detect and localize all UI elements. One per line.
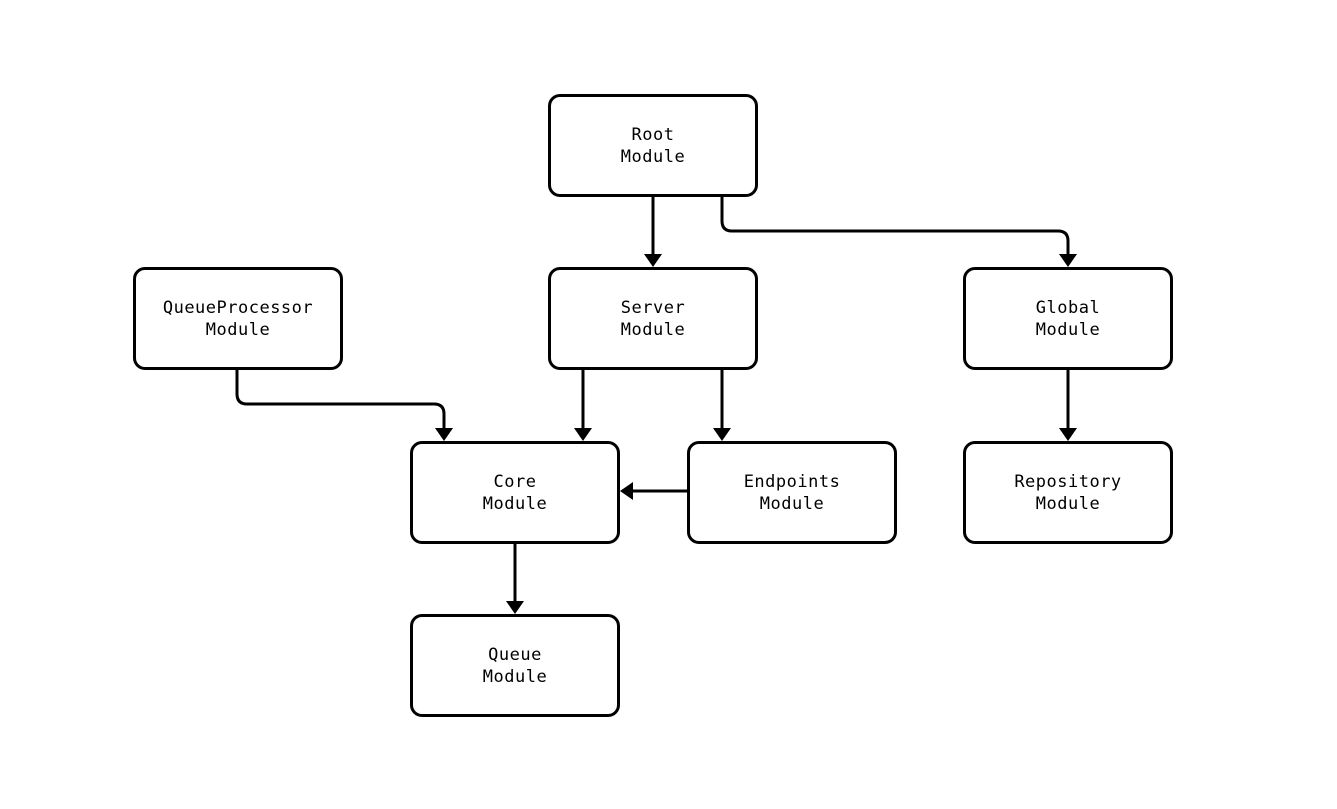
edge-core-to-queue: Core Module to Queue Module xyxy=(506,544,524,614)
node-label-secondary: Module xyxy=(482,493,548,514)
node-label-secondary: Module xyxy=(1035,319,1101,340)
edge-global-to-repository: Global Module to Repository Module xyxy=(1059,370,1077,441)
arrowhead-icon xyxy=(713,428,731,441)
node-label-primary: QueueProcessor xyxy=(162,297,314,318)
node-label-primary: Root xyxy=(631,124,675,145)
node-label-secondary: Module xyxy=(620,146,686,167)
node-label-primary: Queue xyxy=(488,644,542,665)
edge-queueprocessor-to-core: QueueProcessor Module to Core Module xyxy=(235,370,453,441)
node-label-secondary: Module xyxy=(205,319,271,340)
edge-root-to-global: Root Module to Global Module xyxy=(720,197,1077,267)
node-label-secondary: Module xyxy=(1035,493,1101,514)
node-label-primary: Repository xyxy=(1014,471,1122,492)
edge-line xyxy=(235,370,446,432)
arrowhead-icon xyxy=(1059,254,1077,267)
node-label-primary: Server xyxy=(620,297,686,318)
arrowhead-icon xyxy=(644,254,662,267)
edge-server-to-core: Server Module to Core Module xyxy=(574,370,592,441)
node-label-primary: Global xyxy=(1035,297,1101,318)
node-label-primary: Core xyxy=(493,471,537,492)
arrowhead-icon xyxy=(620,482,633,500)
edge-root-to-server: Root Module to Server Module xyxy=(644,197,662,267)
arrowhead-icon xyxy=(435,428,453,441)
edge-server-to-endpoints: Server Module to Endpoints Module xyxy=(713,370,731,441)
edge-endpoints-to-core: Endpoints Module to Core Module xyxy=(620,482,687,500)
node-label-secondary: Module xyxy=(620,319,686,340)
edge-line xyxy=(720,197,1070,258)
node-label-primary: Endpoints xyxy=(743,471,841,492)
arrowhead-icon xyxy=(1059,428,1077,441)
node-label-secondary: Module xyxy=(482,666,548,687)
arrowhead-icon xyxy=(574,428,592,441)
node-label-secondary: Module xyxy=(759,493,825,514)
arrowhead-icon xyxy=(506,601,524,614)
